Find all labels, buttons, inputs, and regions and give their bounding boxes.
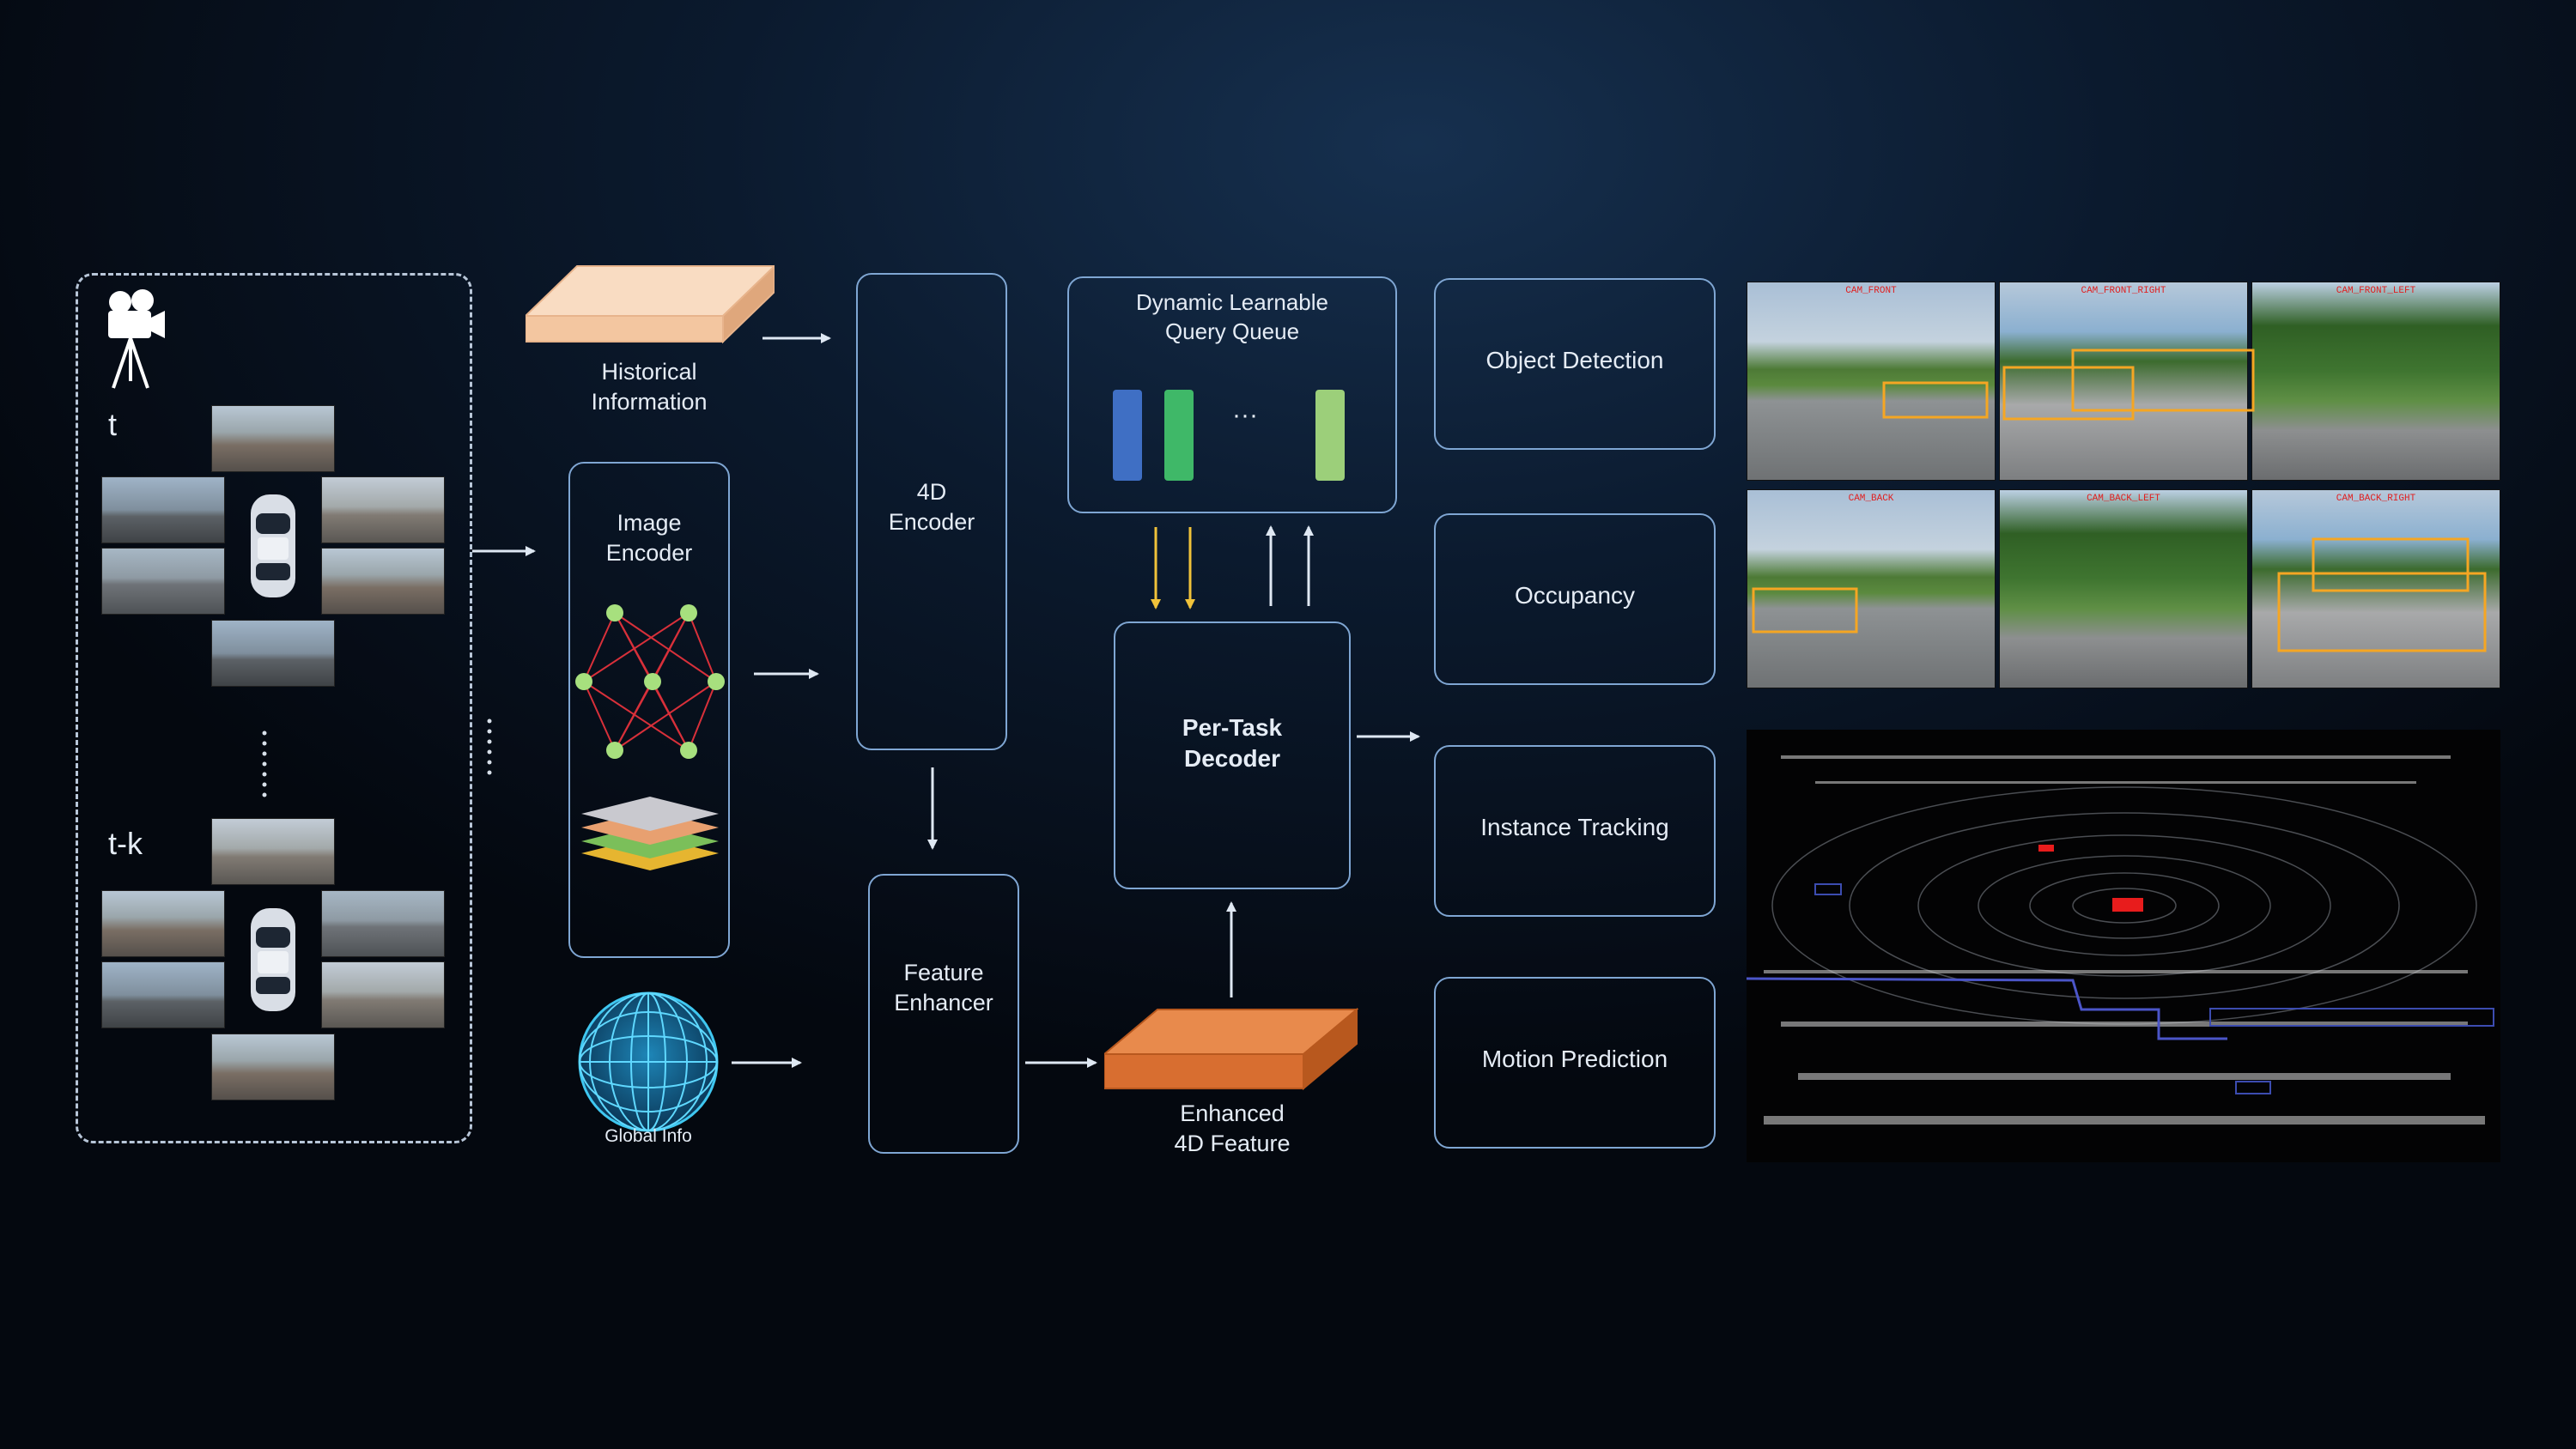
lidar-point-cloud-view: [1747, 730, 2500, 1162]
camera-view-front-right: CAM_FRONT_RIGHT: [1999, 282, 2248, 481]
enhanced-4d-feature-label: Enhanced 4D Feature: [1174, 1100, 1291, 1157]
car-top-view-icon: [251, 908, 295, 1011]
globe-icon: [578, 991, 719, 1132]
object-detection-box: [1434, 278, 1716, 450]
frame-t-front-image: [211, 405, 335, 472]
frame-tk-front-left-image: [101, 890, 225, 957]
input-frames-panel: [76, 273, 472, 1143]
camera-view-back: CAM_BACK: [1747, 489, 1996, 688]
frame-t-back-right-image: [321, 548, 445, 615]
historical-information-label: Historical Information: [591, 359, 708, 415]
image-encoder-box: [568, 462, 730, 958]
camera-view-front: CAM_FRONT: [1747, 282, 1996, 481]
image-encoder-label: Image Encoder: [605, 510, 693, 567]
frame-tk-back-image: [211, 1034, 335, 1100]
detection-overlays: [1752, 349, 2487, 652]
4d-encoder-label: 4D Encoder: [888, 479, 975, 536]
instance-tracking-box: [1434, 745, 1716, 917]
car-top-view-icon: [251, 494, 295, 597]
frame-tk-front-right-image: [321, 890, 445, 957]
query-ellipsis: ···: [1232, 401, 1258, 429]
motion-prediction-box: [1434, 977, 1716, 1149]
enhanced-4d-feature-slab: [1104, 1007, 1358, 1091]
frame-t-label: t: [108, 407, 118, 442]
frame-tk-back-right-image: [321, 961, 445, 1028]
global-info-label: Global Info: [605, 1126, 692, 1146]
instance-tracking-label: Instance Tracking: [1480, 814, 1669, 840]
occupancy-label: Occupancy: [1514, 582, 1636, 609]
query-token-green: [1164, 390, 1194, 481]
query-token-blue: [1113, 390, 1142, 481]
query-queue-box: [1067, 276, 1397, 513]
frame-tk-back-left-image: [101, 961, 225, 1028]
neural-network-icon: [575, 604, 725, 759]
4d-encoder-box: [856, 273, 1007, 750]
movie-camera-icon: [108, 289, 165, 389]
camera-view-back-right: CAM_BACK_RIGHT: [2251, 489, 2500, 688]
occupancy-box: [1434, 513, 1716, 685]
frame-t-back-left-image: [101, 548, 225, 615]
feature-enhancer-box: [868, 874, 1019, 1154]
feature-enhancer-label: Feature Enhancer: [894, 960, 993, 1016]
camera-view-front-left: CAM_FRONT_LEFT: [2251, 282, 2500, 481]
historical-information-slab: [526, 264, 775, 344]
frames-ellipsis: [262, 731, 267, 797]
motion-prediction-label: Motion Prediction: [1481, 1046, 1668, 1072]
frame-t-back-image: [211, 620, 335, 687]
per-task-decoder-box: [1114, 621, 1351, 889]
frame-tk-front-image: [211, 818, 335, 885]
query-queue-label: Dynamic Learnable Query Queue: [1135, 289, 1328, 344]
frame-t-front-left-image: [101, 476, 225, 543]
stacked-layers-icon: [581, 797, 719, 870]
frame-tk-label: t-k: [108, 826, 143, 861]
object-detection-label: Object Detection: [1485, 347, 1664, 373]
camera-view-back-left: CAM_BACK_LEFT: [1999, 489, 2248, 688]
query-token-lightgreen: [1315, 390, 1345, 481]
per-task-decoder-label: Per-Task Decoder: [1182, 714, 1283, 773]
panel-side-ellipsis: [487, 718, 492, 775]
frame-t-front-right-image: [321, 476, 445, 543]
